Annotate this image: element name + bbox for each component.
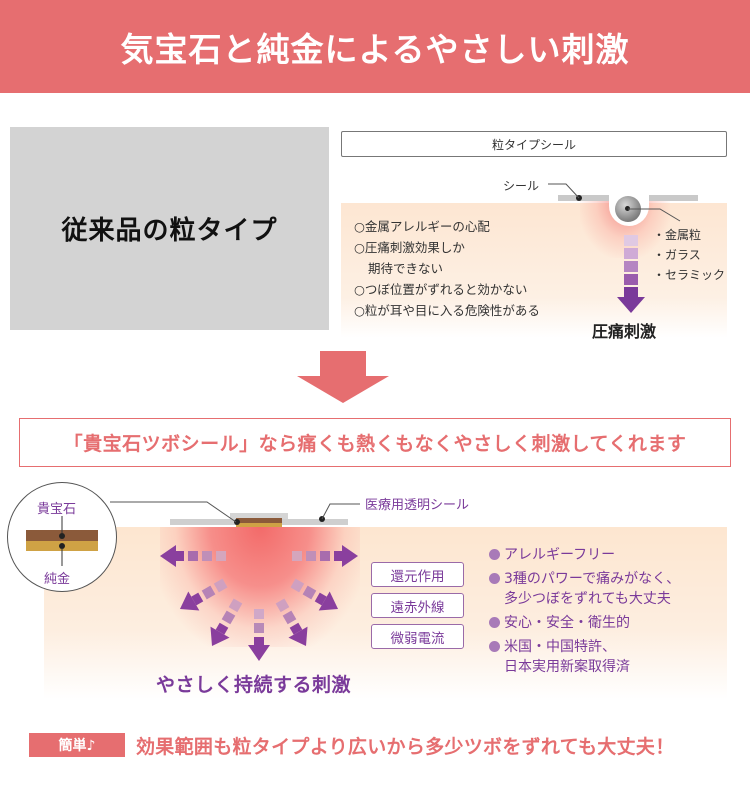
seal-cap [230,513,288,519]
old-type-panel: 従来品の粒タイプ [10,127,329,330]
power-reduction: 還元作用 [371,562,464,587]
benefit-item: アレルギーフリー [489,545,680,565]
old-seal-label: シール [503,179,540,193]
bullet-icon [489,617,500,628]
seal-pointer-dot [319,516,325,522]
drawback-item: ○圧痛刺激効果しか [354,240,465,255]
gem-pointer-dot [234,519,240,525]
drawback-item: ○つぼ位置がずれると効かない [354,282,528,297]
gold-label: 純金 [44,572,71,587]
benefit-item: 安心・安全・衛生的 [489,613,680,633]
pressure-down-arrow-icon [617,235,645,313]
material-list: ・金属粒 ・ガラス ・セラミック [653,225,725,285]
old-type-title: 従来品の粒タイプ [61,216,278,246]
medical-seal-label: 医療用透明シール [365,498,470,513]
benefit-list: アレルギーフリー 3種のパワーで痛みがなく、多少つぼをずれても大丈夫 安心・安全… [489,545,680,681]
gentle-effect-label: やさしく持続する刺激 [156,674,352,696]
callout-text: 「貴宝石ツボシール」なら痛くも熱くもなくやさしく刺激してくれます [63,433,687,455]
drawback-item-continued: 期待できない [368,261,444,276]
bullet-icon [489,641,500,652]
material-item: ・ガラス [653,248,701,262]
callout-box: 「貴宝石ツボシール」なら痛くも熱くもなくやさしく刺激してくれます [19,418,731,467]
drawback-item: ○金属アレルギーの心配 [354,219,490,234]
gem-layer [236,518,282,523]
bead-pointer-dot [625,206,630,211]
gem-zoom-dot [59,533,65,539]
gold-layer [236,523,282,527]
header-banner: 気宝石と純金によるやさしい刺激 [0,0,750,93]
bullet-icon [489,573,500,584]
power-far-infrared: 遠赤外線 [371,593,464,618]
page-title: 気宝石と純金によるやさしい刺激 [120,29,630,69]
gold-zoom-dot [59,543,65,549]
ray-arrow-icon [292,545,358,567]
grain-seal-label-box: 粒タイプシール [341,131,727,157]
drawback-item: ○粒が耳や目に入る危険性がある [354,303,540,318]
ray-arrow-icon [248,609,270,661]
drawback-list: ○金属アレルギーの心配 ○圧痛刺激効果しか 期待できない ○つぼ位置がずれると効… [354,216,540,321]
pressure-effect-label: 圧痛刺激 [592,322,657,341]
down-arrow-icon [297,351,389,403]
benefit-item: 3種のパワーで痛みがなく、多少つぼをずれても大丈夫 [489,569,680,609]
material-item: ・金属粒 [653,228,702,242]
gem-label: 貴宝石 [37,502,77,517]
easy-badge: 簡単♪ [29,733,125,757]
ray-arrow-icon [160,545,226,567]
bullet-icon [489,549,500,560]
benefit-item: 米国・中国特許、日本実用新案取得済 [489,637,680,677]
footer-text: 効果範囲も粒タイプより広いから多少ツボをずれても大丈夫！ [136,736,675,758]
seal-pointer-dot [576,195,582,201]
power-micro-current: 微弱電流 [371,624,464,649]
material-item: ・セラミック [653,268,726,282]
